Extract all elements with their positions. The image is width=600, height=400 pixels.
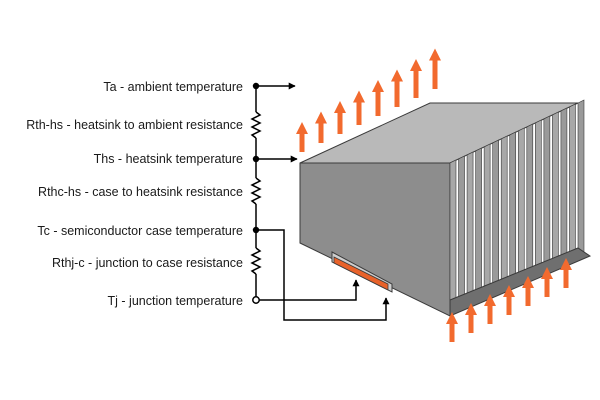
semiconductor-die [333,256,389,291]
heatsink-fin [543,115,551,273]
heatsink-fin [569,103,576,261]
heatsink-fin [466,151,474,309]
node-ta [252,82,260,90]
heat-flow-arrows [296,48,572,342]
heat-arrow-icon [353,90,365,125]
heat-arrow-icon [410,59,422,98]
resistor-rth-hs [250,111,262,139]
label-ta: Ta - ambient temperature [103,80,243,94]
heatsink-fin [475,147,482,305]
heatsink-fin [483,143,491,301]
heat-arrow-icon [391,69,403,107]
label-tc: Tc - semiconductor case temperature [37,224,243,238]
label-rth-hs: Rth-hs - heatsink to ambient resistance [26,118,243,132]
connector-tj [256,279,360,301]
connector-tc [256,229,390,321]
heat-arrow-icon [465,303,477,333]
heatsink-fin [552,111,559,269]
heatsink-fin [535,119,542,277]
heat-arrow-icon [484,294,496,324]
label-rthc-hs: Rthc-hs - case to heatsink resistance [38,185,243,199]
heatsink-fin [492,139,499,297]
label-rthj-c: Rthj-c - junction to case resistance [52,256,243,270]
heatsink-fin [526,123,534,281]
node-tj [252,296,260,304]
heatsink [299,99,592,317]
label-tj: Tj - junction temperature [108,294,244,308]
heat-arrow-icon [503,285,515,315]
heat-arrow-icon [296,122,308,152]
heat-arrow-icon [560,258,572,288]
node-ths [252,155,260,163]
heat-arrow-icon [522,276,534,306]
heat-arrow-icon [429,48,441,89]
label-ths: Ths - heatsink temperature [94,152,243,166]
heatsink-fin [458,155,465,313]
resistor-rthc-hs [250,177,262,205]
heat-arrow-icon [541,267,553,297]
heat-arrow-icon [315,111,327,143]
heatsink-fin [449,159,457,317]
heatsink-base-plate [449,247,592,317]
resistor-rthj-c [250,247,262,275]
heatsink-front-face [299,162,451,317]
heatsink-fin [577,99,585,257]
heat-arrow-icon [334,101,346,134]
thermal-circuit [250,82,390,321]
heat-arrow-icon [372,80,384,116]
heatsink-fin [500,135,508,293]
heatsink-fin [560,107,568,265]
heatsink-fin [509,131,517,289]
node-tc [252,226,260,234]
heatsink-fin [517,127,525,285]
heat-arrow-icon [446,312,458,342]
